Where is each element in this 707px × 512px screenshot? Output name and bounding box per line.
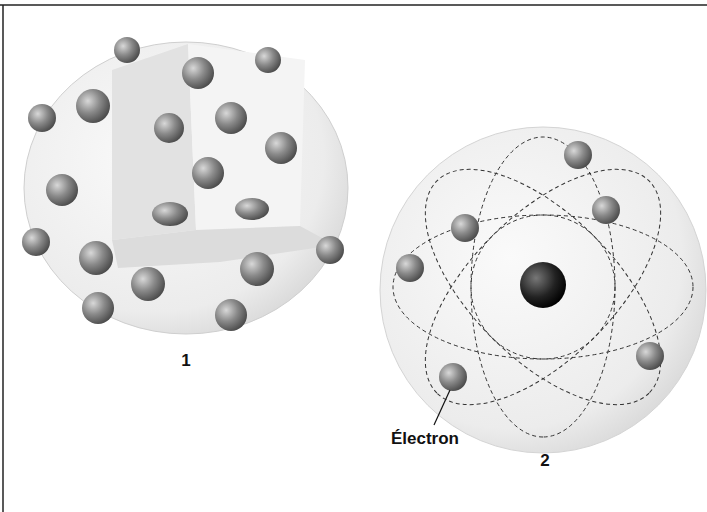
model-number: 1	[181, 352, 190, 371]
part-label: Électron	[391, 430, 459, 449]
model-number: 2	[540, 452, 549, 471]
